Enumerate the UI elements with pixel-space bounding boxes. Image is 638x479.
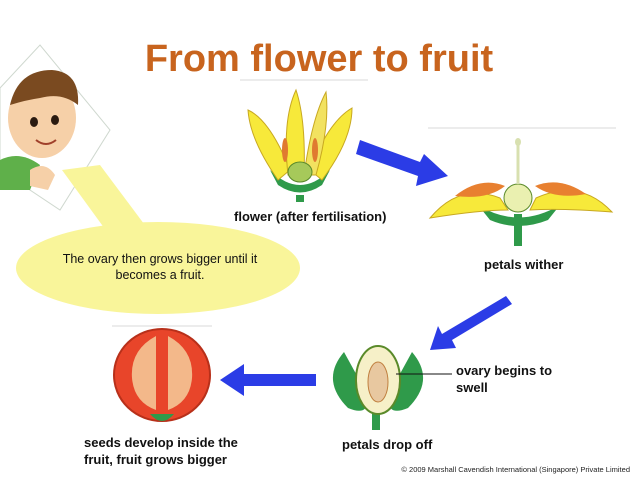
label-wither: petals wither xyxy=(484,257,564,272)
label-drop: petals drop off xyxy=(342,437,433,452)
arrow-flower-to-wither xyxy=(356,140,448,186)
fruit-calyx xyxy=(150,414,174,421)
arrow-wither-to-drop xyxy=(430,296,512,350)
page-title: From flower to fruit xyxy=(144,38,494,80)
label-flower: flower (after fertilisation) xyxy=(234,209,387,224)
fruit-chamber-left xyxy=(131,336,156,410)
label-fruit: seeds develop inside the fruit, fruit gr… xyxy=(84,435,238,467)
speech-bubble-tail xyxy=(62,165,150,236)
fruit-illustration xyxy=(112,325,212,422)
drop-stem xyxy=(372,400,380,430)
wither-ovary xyxy=(503,183,533,213)
boy-hand xyxy=(30,166,55,190)
fruit-septum xyxy=(156,334,168,414)
wither-stem xyxy=(514,214,522,246)
boy-illustration xyxy=(0,44,111,211)
arrow-drop-to-fruit xyxy=(220,364,316,396)
boy-eye-left xyxy=(30,117,38,127)
drop-illustration xyxy=(332,345,452,430)
fruit-chamber-right xyxy=(168,336,193,410)
drop-ovules xyxy=(367,361,389,403)
speech-bubble-text: The ovary then grows bigger until it bec… xyxy=(62,252,258,282)
speech-bubble xyxy=(16,165,300,314)
flower-illustration xyxy=(240,79,368,202)
label-ovary: ovary begins to swell xyxy=(456,363,553,395)
wither-illustration xyxy=(428,127,616,246)
flower-anther-right xyxy=(312,138,318,162)
flower-sepal xyxy=(270,170,330,193)
wither-anther-left xyxy=(455,182,505,197)
wither-anther-right xyxy=(535,182,586,196)
flower-petal-back xyxy=(303,90,328,176)
speech-bubble-body xyxy=(16,222,300,314)
flower-anther-left xyxy=(282,138,288,162)
wither-stigma xyxy=(515,138,521,146)
copyright-text: © 2009 Marshall Cavendish International … xyxy=(401,465,630,474)
flower-ovary xyxy=(287,161,313,183)
boy-mouth xyxy=(35,139,57,145)
boy-eye-right xyxy=(51,115,59,125)
flower-petal-left xyxy=(247,109,291,181)
wither-sepal xyxy=(478,205,560,226)
boy-hair xyxy=(10,70,79,105)
